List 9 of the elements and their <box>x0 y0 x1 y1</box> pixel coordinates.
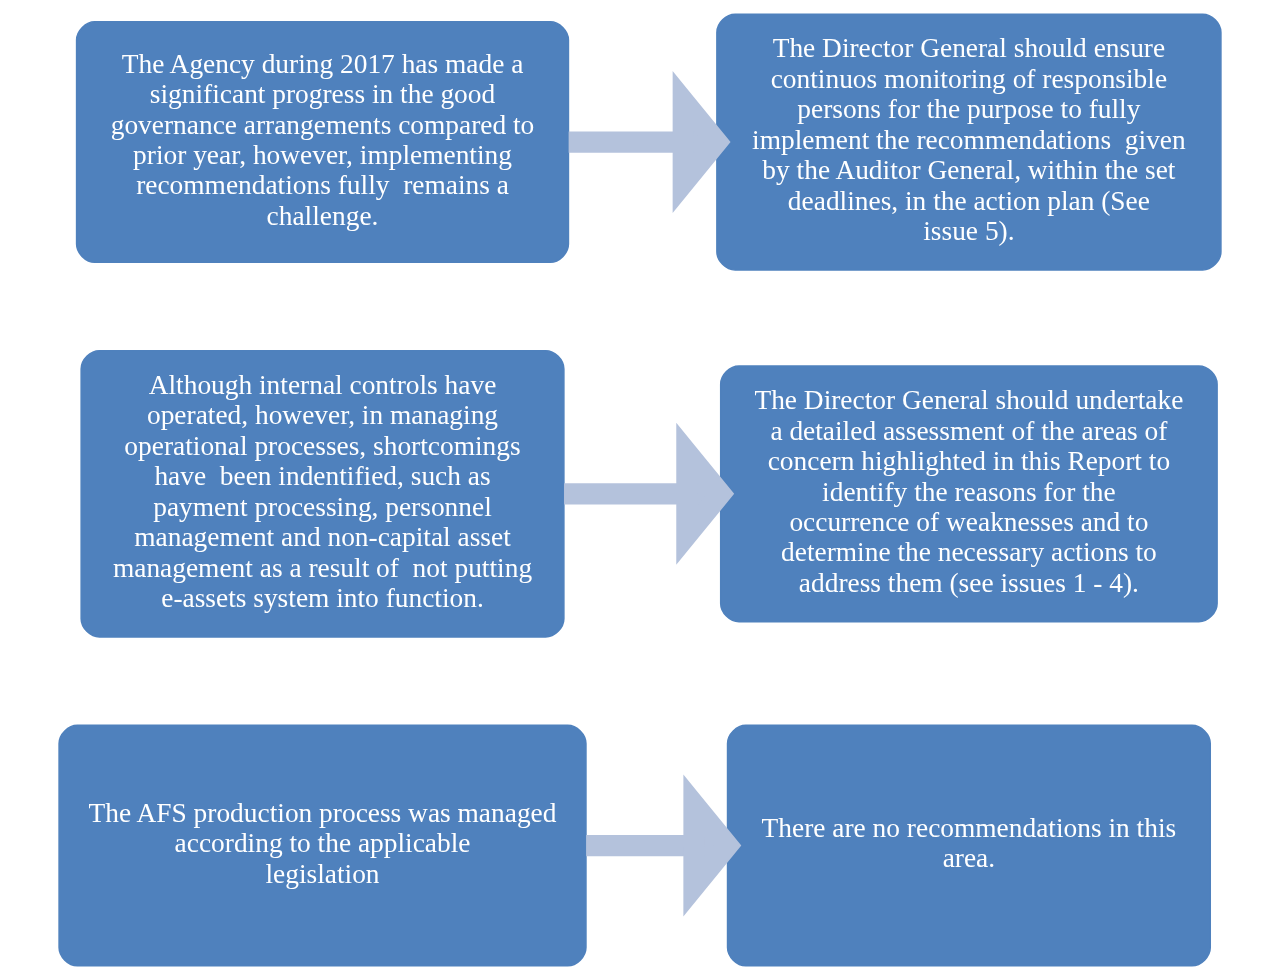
node-box: There are no recommendations in this area. <box>726 724 1211 967</box>
node-box: Although internal controls have operated, however, in managing operational processes, shortcomings have been indentified, such as payment processing, personnel management and non-capital asset management as a result of not putting e-assets system into function. <box>79 349 565 638</box>
node-box: The AFS production process was managed according to the applicable legislation <box>57 724 587 967</box>
arrow <box>585 774 741 917</box>
arrow <box>568 71 731 214</box>
node-box: The Agency during 2017 has made a significant progress in the good governance arrangements compared to prior year, however, implementing recommendations fully remains a challenge. <box>75 21 569 264</box>
arrow <box>563 422 734 565</box>
node-box: The Director General should ensure continuos monitoring of responsible persons for the purpose to fully implement the recommendations given by the Auditor General, within the set deadlines, in the action plan (See issue 5). <box>715 13 1222 271</box>
node-box: The Director General should undertake a detailed assessment of the areas of concern highlighted in this Report to identify the reasons for the occurrence of weaknesses and to determine the necessary actions to address them (see issues 1 - 4). <box>719 365 1218 623</box>
